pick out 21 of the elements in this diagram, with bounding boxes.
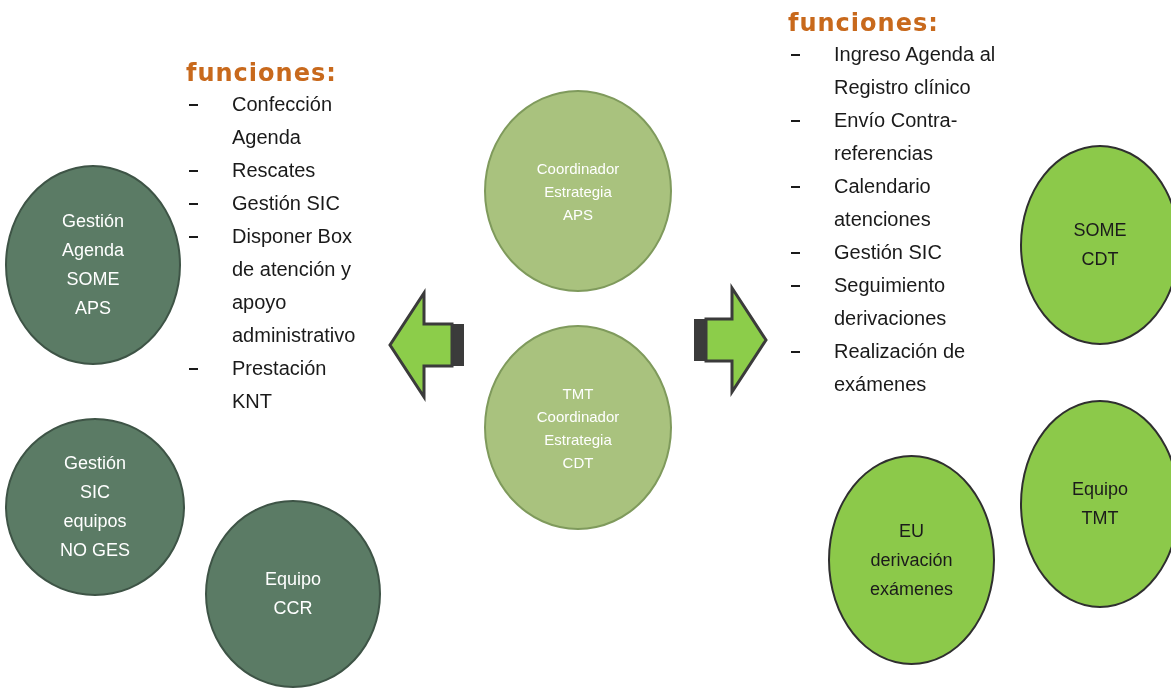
list-item: Seguimiento derivaciones <box>834 273 948 331</box>
team-circle: Gestión SIC equipos NO GES <box>5 418 185 596</box>
list-item: Envío Contra-referencias <box>834 108 959 166</box>
coordinator-circle: TMT Coordinador Estrategia CDT <box>484 325 672 530</box>
team-circle: EU derivación exámenes <box>828 455 995 665</box>
team-circle: SOME CDT <box>1020 145 1171 345</box>
list-item: Gestión SIC <box>232 191 340 216</box>
list-item: Realización de exámenes <box>834 339 967 397</box>
list-item: Gestión SIC <box>834 240 942 265</box>
list-item: Prestación KNT <box>232 356 328 414</box>
list-item: Rescates <box>232 158 316 183</box>
list-item: Calendario atenciones <box>834 174 932 232</box>
list-item: Ingreso Agenda al Registro clínico <box>834 42 997 100</box>
team-circle: Gestión Agenda SOME APS <box>5 165 181 365</box>
coordinator-circle: Coordinador Estrategia APS <box>484 90 672 292</box>
list-item: Confección Agenda <box>232 92 334 150</box>
section-heading: funciones: <box>186 58 337 88</box>
team-circle: Equipo TMT <box>1020 400 1171 608</box>
team-circle: Equipo CCR <box>205 500 381 688</box>
list-item: Disponer Box de atención y apoyo administrativo <box>232 224 357 348</box>
section-heading: funciones: <box>788 8 939 38</box>
